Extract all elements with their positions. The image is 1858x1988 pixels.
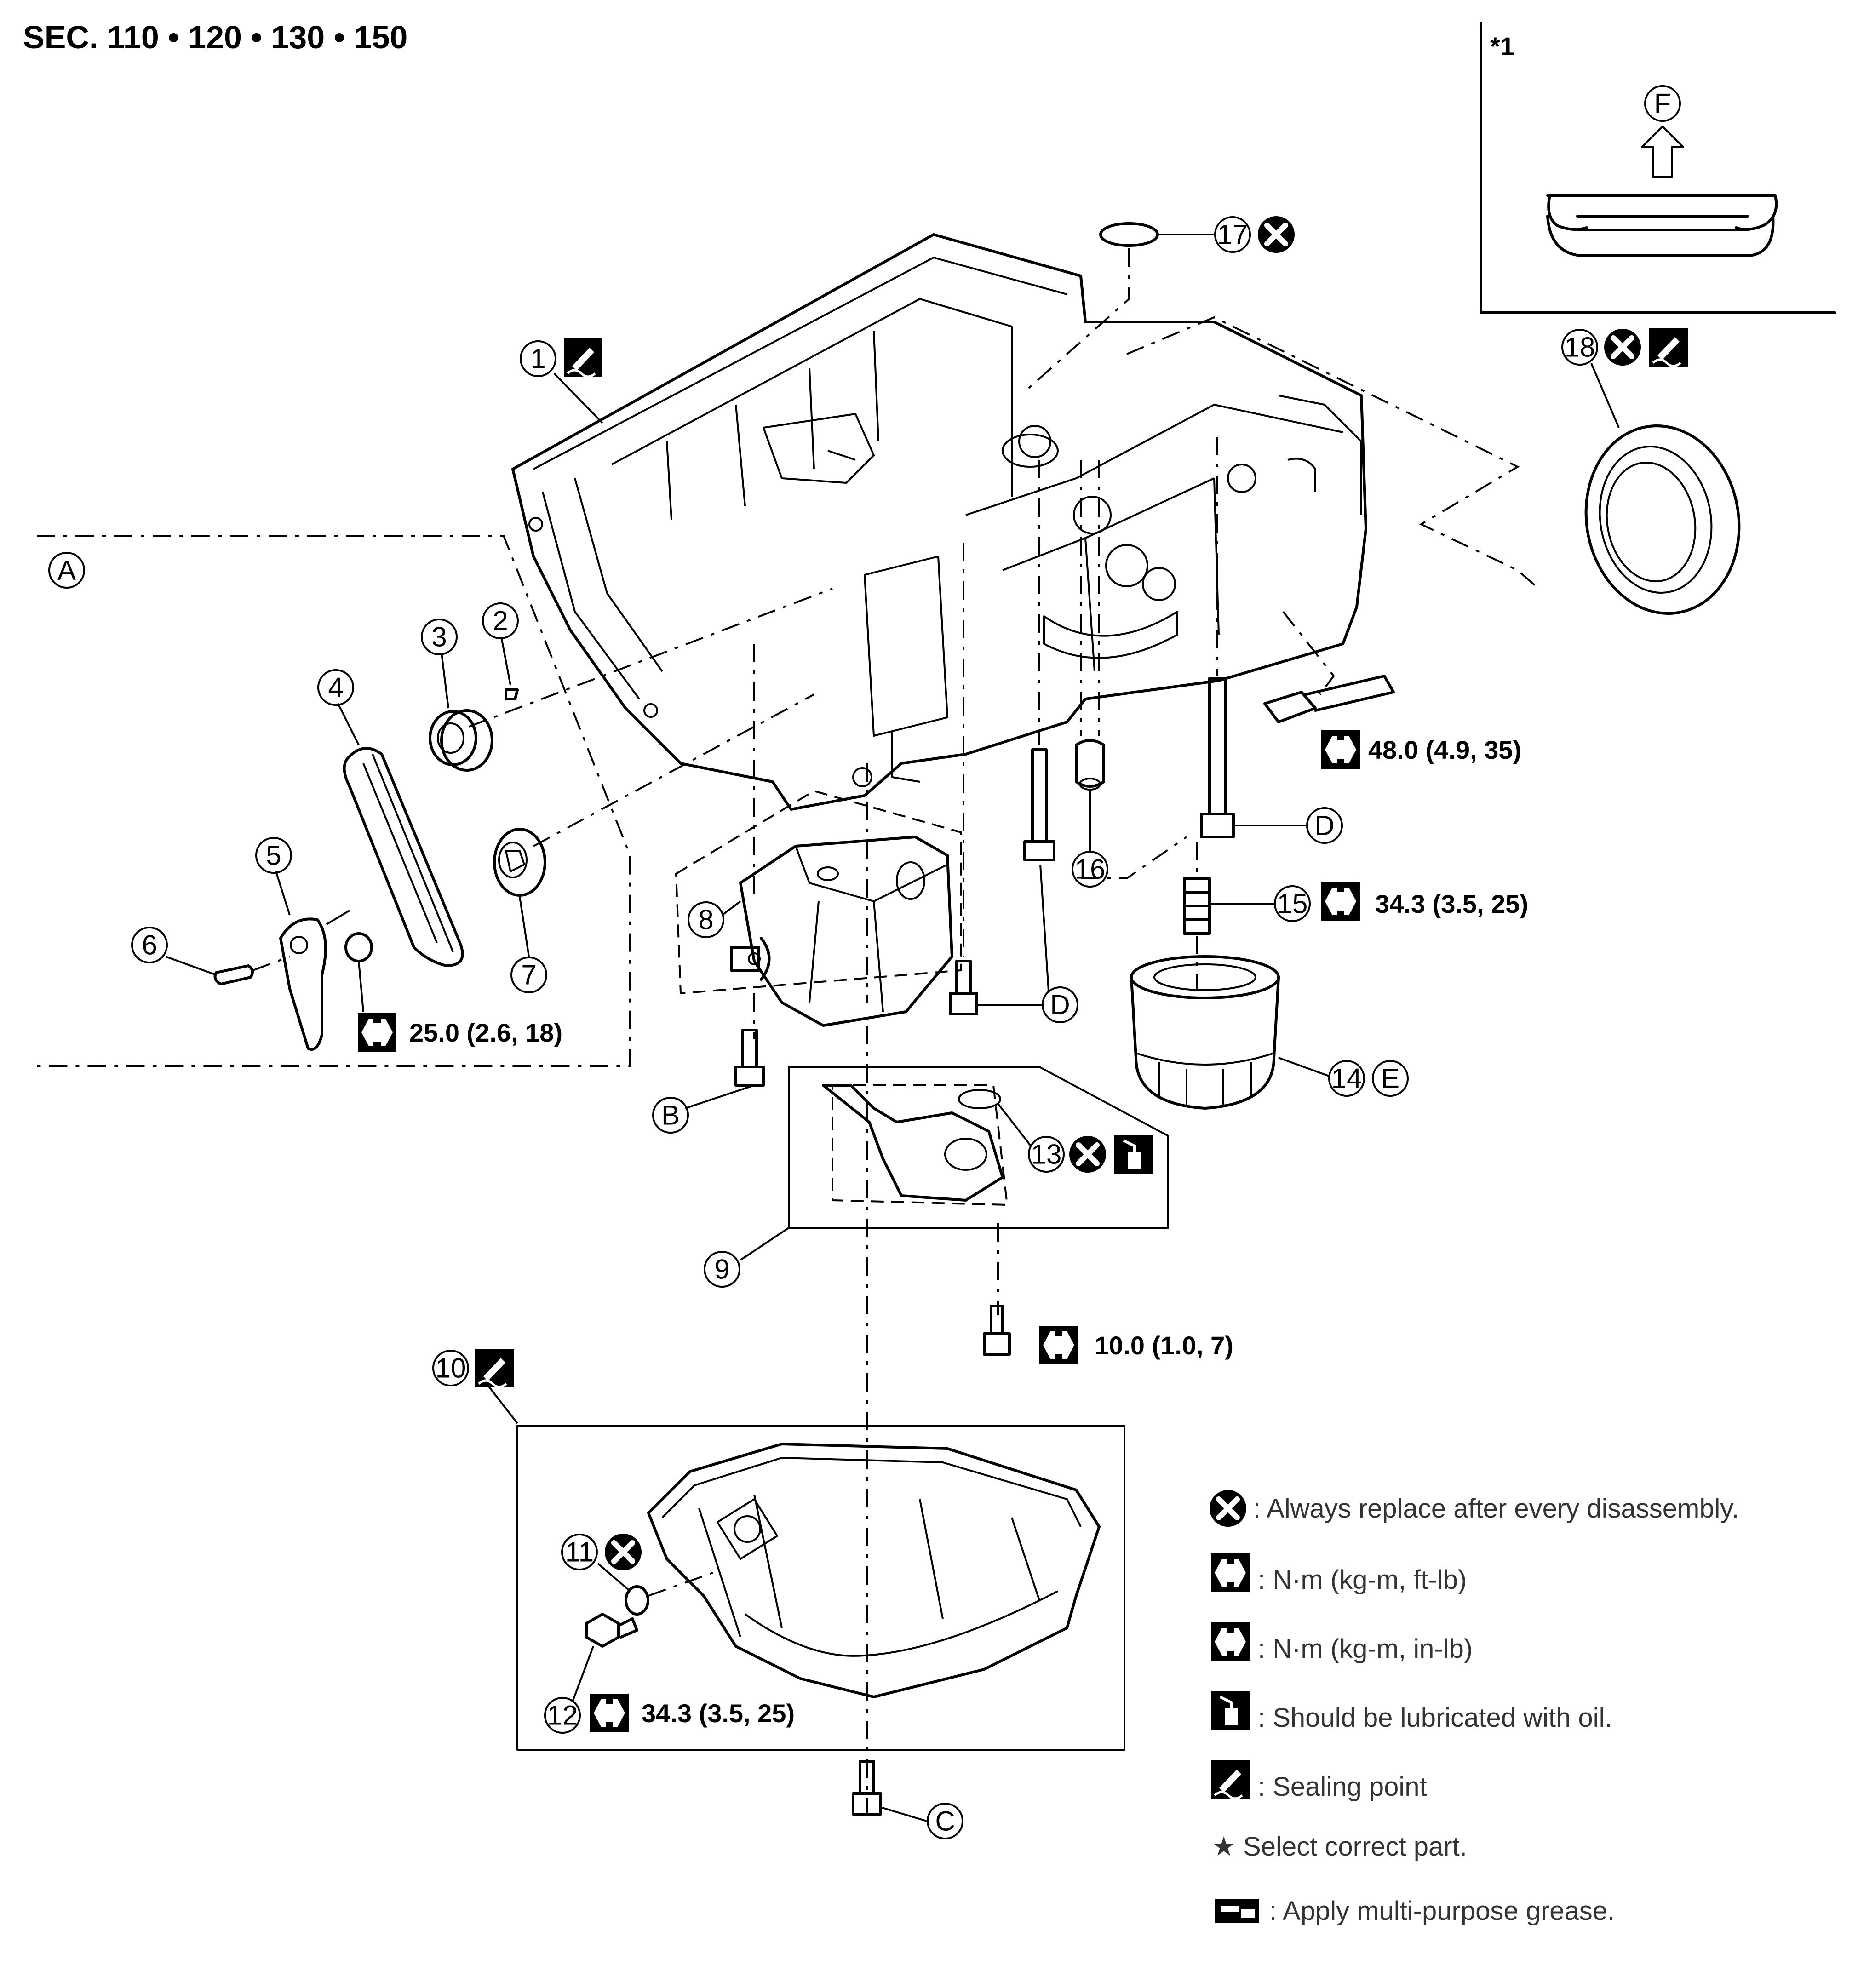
bolt-48nm	[1263, 675, 1395, 723]
drain-plug-12	[585, 1613, 638, 1648]
torque-343-15: 34.3 (3.5, 25)	[1375, 889, 1528, 918]
legend-torque-inlb: : N·m (kg-m, in-lb)	[1258, 1634, 1473, 1664]
torque-wrench-inlb-icon	[1211, 1622, 1250, 1661]
oil-can-icon	[1211, 1691, 1250, 1730]
torque-wrench-icon	[1039, 1326, 1078, 1364]
torque-48: 48.0 (4.9, 35)	[1368, 735, 1521, 764]
legend-select: ★ Select correct part.	[1212, 1832, 1467, 1862]
letter-e: E	[1381, 1063, 1399, 1094]
seal-section-sketch	[1546, 194, 1778, 257]
gasket-17	[1099, 222, 1159, 247]
sealing-point-icon	[1649, 328, 1688, 367]
oil-can-icon	[1114, 1135, 1153, 1174]
torque-wrench-icon	[1321, 882, 1360, 921]
oil-filter-14	[1130, 955, 1280, 1110]
long-bolt-d-right	[1200, 677, 1235, 838]
bolt-10nm	[983, 1305, 1011, 1356]
always-replace-icon	[605, 1534, 642, 1570]
torque-wrench-icon	[590, 1694, 629, 1732]
nut-group-a	[344, 932, 373, 962]
key-2	[505, 688, 519, 700]
long-bolt-d-center	[1023, 748, 1055, 861]
sealing-point-icon	[564, 338, 602, 377]
torque-25: 25.0 (2.6, 18)	[409, 1018, 562, 1047]
callout-17: 17	[1217, 219, 1248, 250]
legend-torque-ftlb: : N·m (kg-m, ft-lb)	[1258, 1565, 1467, 1595]
always-replace-icon	[1604, 329, 1641, 366]
always-replace-icon	[1258, 216, 1295, 253]
legend-lubricate: : Should be lubricated with oil.	[1258, 1703, 1612, 1733]
letter-f: F	[1654, 88, 1671, 119]
callout-12: 12	[547, 1700, 578, 1731]
callout-4: 4	[328, 672, 343, 703]
callout-1: 1	[530, 344, 545, 374]
oil-strainer-9	[788, 1066, 1169, 1229]
tensioner-5	[279, 910, 350, 1051]
inset-label: *1	[1490, 32, 1514, 61]
callout-13: 13	[1031, 1139, 1062, 1170]
sprocket-3	[429, 709, 493, 772]
inset-panel: *1 F	[1480, 22, 1836, 314]
torque-10: 10.0 (1.0, 7)	[1095, 1331, 1233, 1360]
callout-8: 8	[698, 905, 713, 935]
letter-d-2: D	[1050, 990, 1070, 1020]
timing-chain-4	[343, 747, 464, 967]
letter-b: B	[661, 1100, 680, 1131]
callout-9: 9	[714, 1254, 729, 1285]
callout-11: 11	[565, 1537, 594, 1568]
bolt-d-lower	[949, 960, 978, 1015]
bolt-b	[734, 1029, 765, 1087]
bolt-c	[852, 1760, 882, 1816]
callout-3: 3	[431, 622, 447, 653]
sealing-point-icon	[475, 1349, 514, 1387]
washer-11	[625, 1585, 649, 1616]
rear-oil-seal	[1584, 424, 1741, 615]
pin-6	[213, 964, 254, 985]
always-replace-icon	[1069, 1136, 1106, 1173]
letter-c: C	[935, 1806, 955, 1837]
callout-5: 5	[266, 840, 281, 871]
lower-oil-pan	[647, 1443, 1101, 1698]
legend-sealing: : Sealing point	[1258, 1772, 1427, 1802]
group-a-boundary	[37, 535, 631, 1067]
torque-wrench-icon	[1321, 730, 1360, 769]
callout-2: 2	[493, 606, 508, 636]
section-title: SEC. 110 • 120 • 130 • 150	[23, 19, 407, 55]
legend-replace: : Always replace after every disassembly…	[1253, 1494, 1739, 1524]
sprocket-7	[493, 828, 546, 897]
lower-pan-box	[516, 1425, 1125, 1751]
letter-a: A	[57, 555, 76, 586]
stud-15	[1183, 877, 1211, 935]
always-replace-icon	[1210, 1490, 1246, 1527]
legend: : Always replace after every disassembly…	[1210, 1490, 1739, 1926]
callout-10: 10	[436, 1353, 466, 1384]
callout-7: 7	[521, 960, 536, 991]
callout-18: 18	[1565, 332, 1595, 363]
torque-wrench-icon	[1211, 1553, 1250, 1592]
callout-15: 15	[1277, 888, 1308, 919]
sealing-point-icon	[1211, 1760, 1250, 1799]
torque-wrench-icon	[358, 1013, 396, 1052]
upper-oil-pan	[511, 233, 1367, 811]
callout-14: 14	[1331, 1063, 1362, 1094]
letter-d-1: D	[1314, 810, 1334, 841]
callout-6: 6	[142, 930, 157, 961]
callout-16: 16	[1075, 854, 1106, 885]
dowel-16	[1075, 739, 1105, 791]
arrow-up-icon	[1641, 126, 1684, 178]
grease-icon	[1215, 1899, 1259, 1923]
legend-grease: : Apply multi-purpose grease.	[1269, 1896, 1615, 1926]
oil-pump-8	[675, 790, 962, 1027]
torque-343-12: 34.3 (3.5, 25)	[642, 1699, 795, 1728]
